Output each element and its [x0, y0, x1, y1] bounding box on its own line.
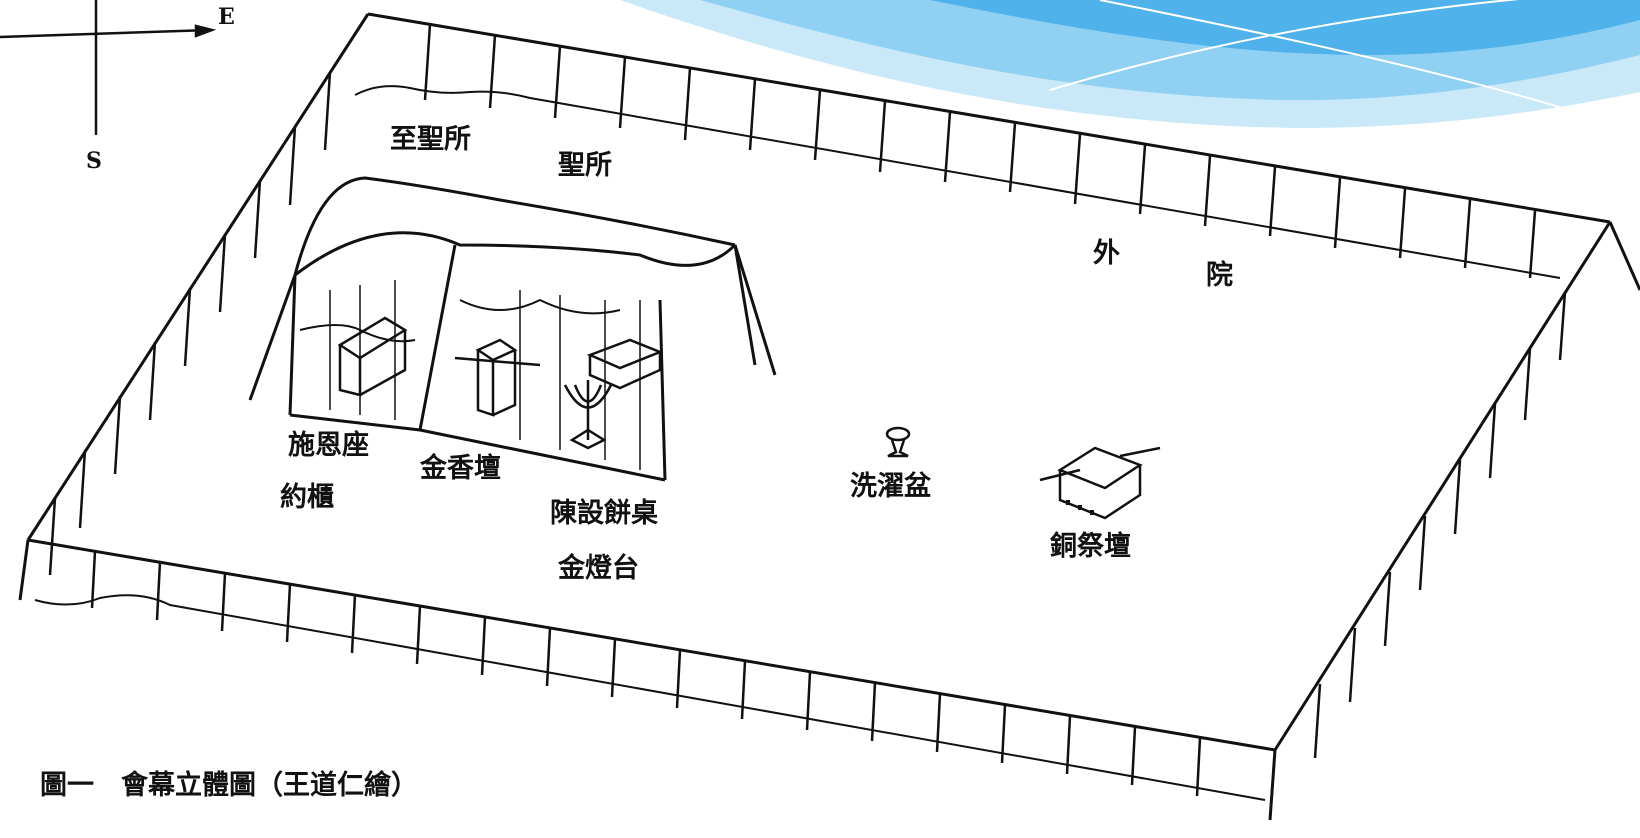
ark-label: 約櫃: [280, 482, 334, 513]
golden-incense-altar: [454, 338, 541, 417]
figure-caption: 圖一 會幕立體圖（王道仁繪）: [40, 770, 418, 801]
laver: [885, 426, 911, 458]
tabernacle-tent: [248, 176, 777, 482]
compass: [0, 0, 217, 135]
most-holy-place-label: 至聖所: [390, 124, 471, 155]
decorative-wave: [620, 0, 1640, 128]
holy-place-label: 聖所: [558, 150, 612, 181]
fence-posts: [48, 23, 1567, 797]
golden-lampstand-label: 金燈台: [558, 553, 639, 584]
outer-court-label-2: 院: [1206, 260, 1233, 291]
outer-court-fence: [18, 12, 1640, 821]
golden-lampstand: [563, 380, 613, 450]
mercy-seat-label: 施恩座: [288, 430, 369, 461]
compass-south-label: S: [86, 148, 102, 174]
showbread-table-label: 陳設餅桌: [550, 498, 658, 529]
bronze-altar-label: 銅祭壇: [1050, 531, 1131, 562]
outer-court-label-1: 外: [1093, 238, 1120, 269]
compass-east-label: E: [218, 4, 235, 30]
golden-incense-altar-label: 金香壇: [420, 453, 501, 484]
showbread-table: [586, 338, 664, 390]
laver-label: 洗濯盆: [850, 471, 931, 502]
ark-of-covenant: [337, 316, 408, 397]
bronze-altar: [1039, 446, 1161, 520]
